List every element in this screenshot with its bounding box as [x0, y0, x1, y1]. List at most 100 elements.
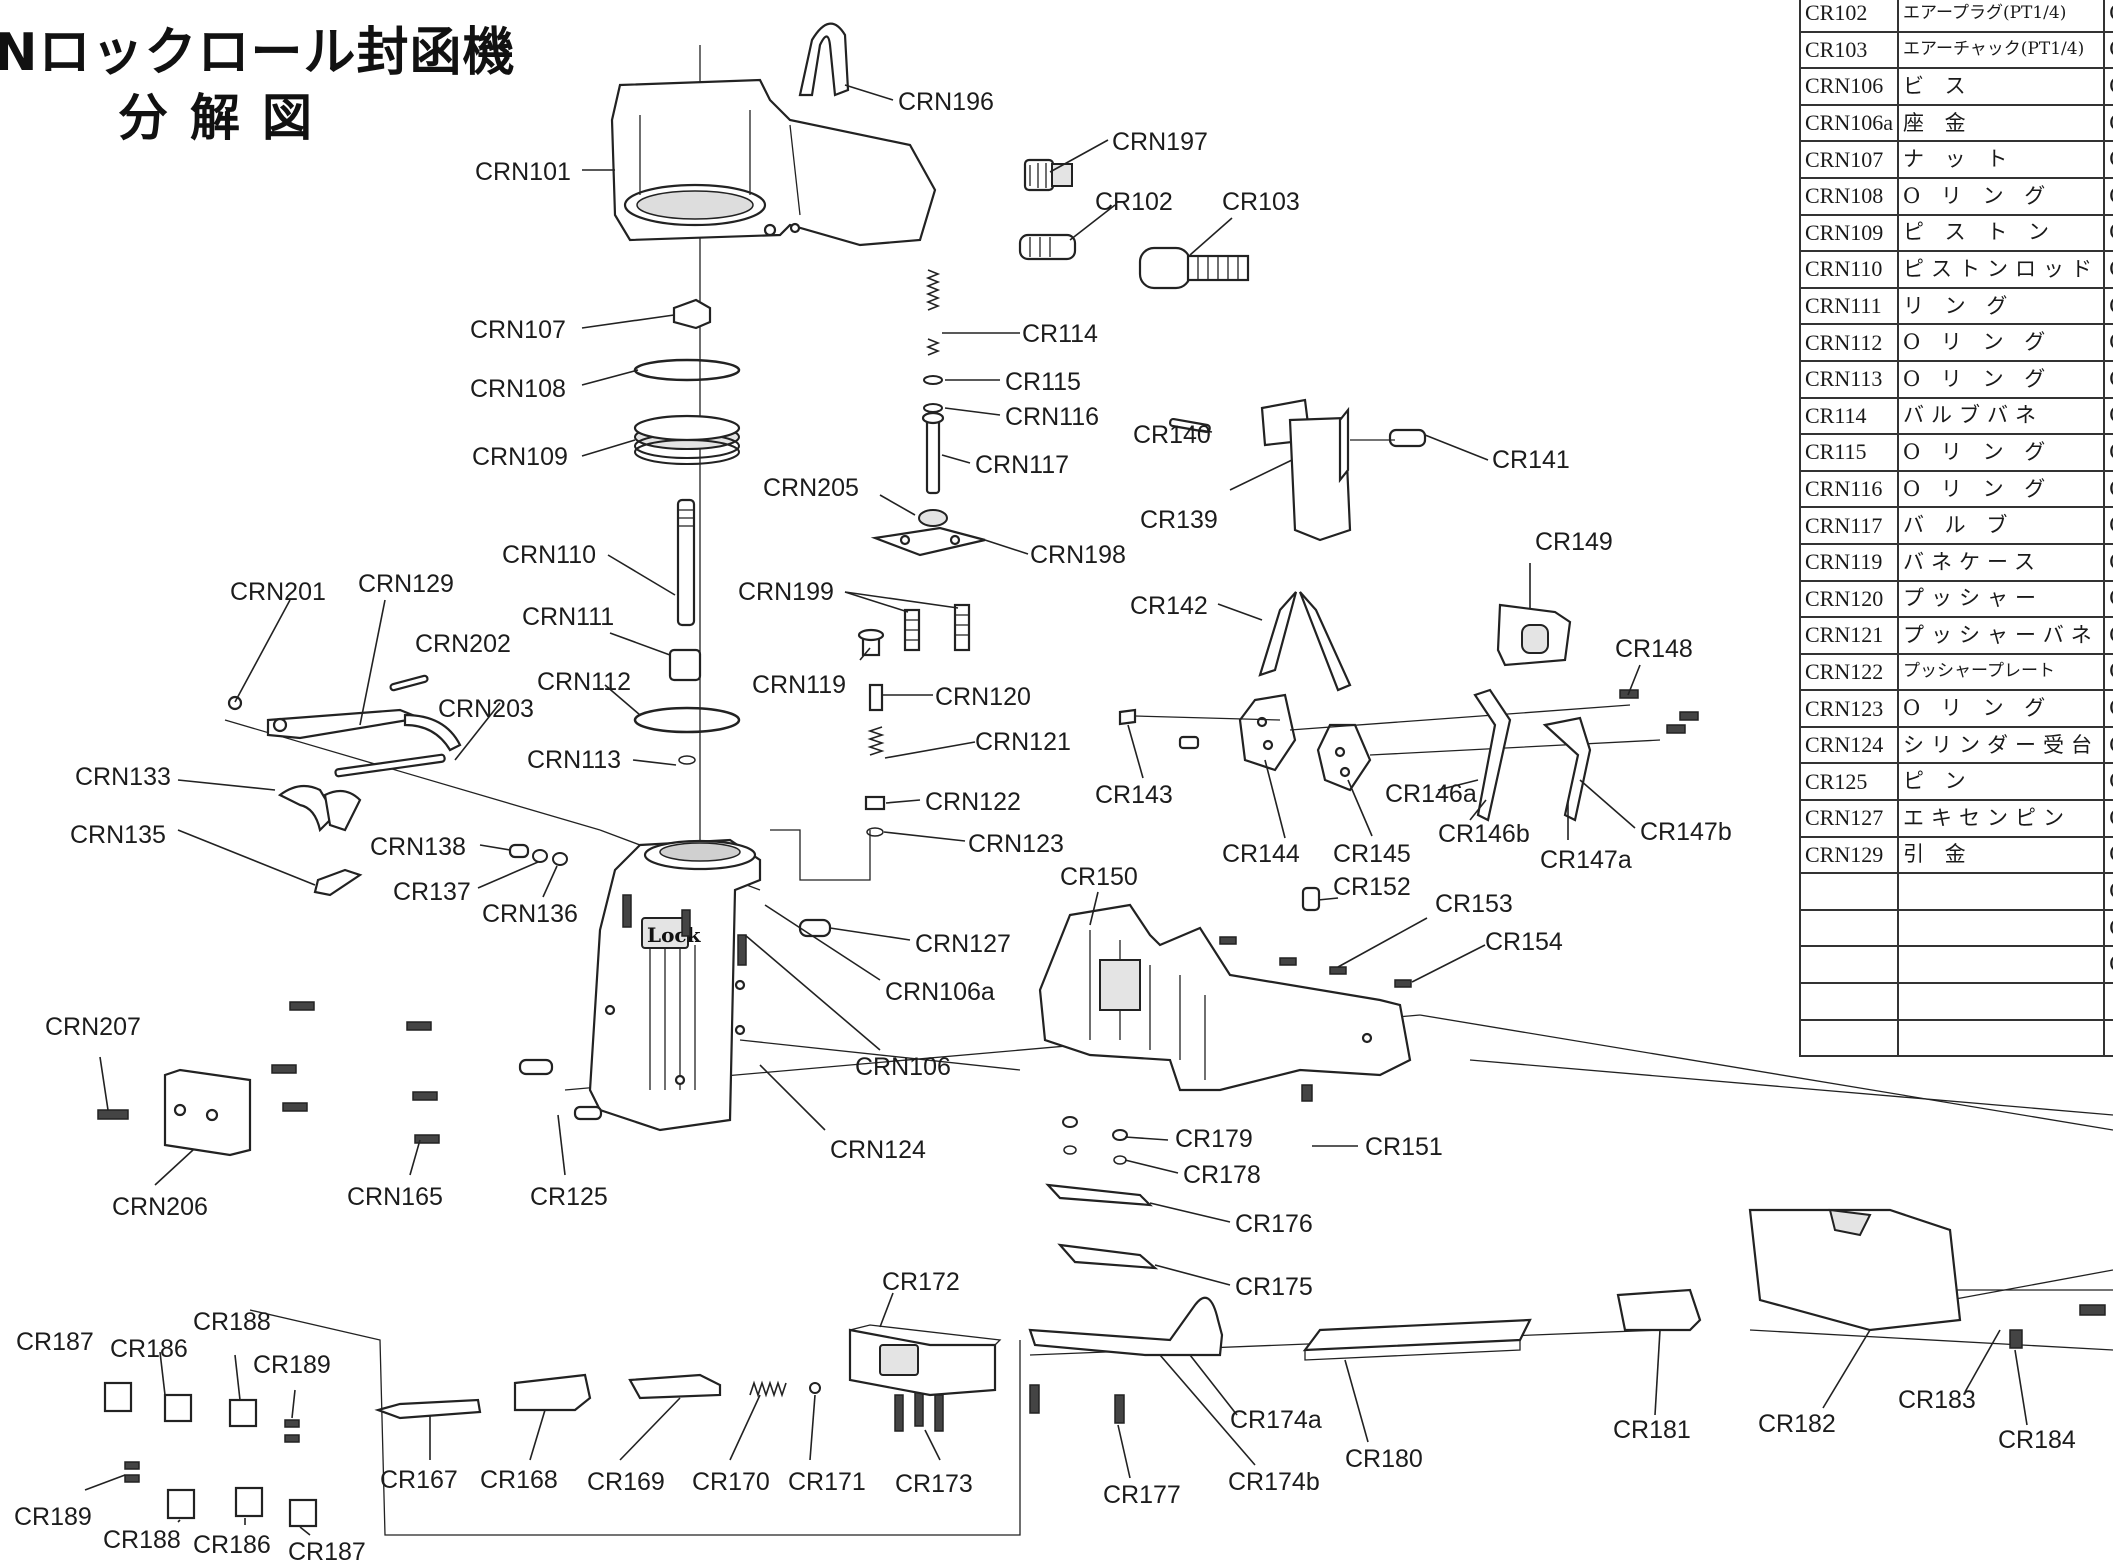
- part-code-cell: CRN122: [1799, 652, 1899, 692]
- label-cr175: CR175: [1235, 1273, 1313, 1301]
- part-name-cell: [1897, 945, 2105, 985]
- part-extra-cell: [2102, 982, 2113, 1021]
- label-cr187-bot: CR187: [288, 1538, 366, 1566]
- label-cr186-top: CR186: [110, 1335, 188, 1363]
- label-cr170: CR170: [692, 1468, 770, 1496]
- parts-table-row: C: [1799, 872, 2113, 911]
- part-extra-cell: C: [2102, 0, 2113, 33]
- label-crn108: CRN108: [470, 375, 566, 403]
- label-cr188-top: CR188: [193, 1308, 271, 1336]
- part-code-cell: CRN113: [1799, 359, 1899, 399]
- part-name-cell: [1897, 982, 2105, 1021]
- label-cr139: CR139: [1140, 506, 1218, 534]
- label-cr144: CR144: [1222, 840, 1300, 868]
- label-cr171: CR171: [788, 1468, 866, 1496]
- part-code-cell: [1799, 872, 1899, 911]
- label-cr168: CR168: [480, 1466, 558, 1494]
- part-code-cell: CRN107: [1799, 140, 1899, 179]
- part-name-cell: エキセンピン: [1897, 799, 2105, 838]
- part-name-cell: [1897, 1018, 2105, 1058]
- label-cr125: CR125: [530, 1183, 608, 1211]
- part-code-cell: CRN124: [1799, 725, 1899, 765]
- part-extra-cell: C: [2102, 506, 2113, 545]
- trigger-assembly: [227, 674, 568, 897]
- fitting-197: [1023, 158, 1073, 192]
- label-cr178: CR178: [1183, 1161, 1261, 1189]
- screws: [97, 894, 832, 1144]
- label-cr150: CR150: [1060, 863, 1138, 891]
- label-crn199: CRN199: [738, 578, 834, 606]
- label-cr147a: CR147a: [1540, 846, 1632, 874]
- part-code-cell: CRN108: [1799, 176, 1899, 216]
- part-extra-cell: C: [2102, 286, 2113, 326]
- part-code-cell: CR115: [1799, 433, 1899, 472]
- part-code-cell: CR125: [1799, 762, 1899, 802]
- part-name-cell: バルブバネ: [1897, 396, 2105, 436]
- bottom-plates: [894, 1116, 2106, 1432]
- label-cr189-bot: CR189: [14, 1503, 92, 1531]
- part-code-cell: CRN106: [1799, 67, 1899, 106]
- label-crn119: CRN119: [752, 671, 846, 699]
- center-stack: [633, 298, 741, 765]
- label-cr153: CR153: [1435, 890, 1513, 918]
- label-crn106: CRN106: [855, 1053, 951, 1081]
- part-name-cell: O リ ン グ: [1897, 689, 2105, 728]
- label-cr184: CR184: [1998, 1426, 2076, 1454]
- label-cr115: CR115: [1005, 368, 1081, 396]
- part-code-cell: CRN116: [1799, 469, 1899, 509]
- air-plug-102: [1018, 233, 1077, 261]
- label-cr182: CR182: [1758, 1410, 1836, 1438]
- part-extra-cell: [2102, 1018, 2113, 1058]
- part-name-cell: O リ ン グ: [1897, 433, 2105, 472]
- part-code-cell: CR114: [1799, 396, 1899, 436]
- right-linkage: [1118, 398, 1699, 822]
- part-extra-cell: C: [2102, 945, 2113, 985]
- leader-lines: [84, 84, 2028, 1536]
- label-cr181: CR181: [1613, 1416, 1691, 1444]
- part-code-cell: CRN127: [1799, 799, 1899, 838]
- part-name-cell: O リ ン グ: [1897, 469, 2105, 509]
- part-extra-cell: C: [2102, 908, 2113, 948]
- label-cr189-top: CR189: [253, 1351, 331, 1379]
- part-extra-cell: C: [2102, 213, 2113, 253]
- label-crn203: CRN203: [438, 695, 534, 723]
- label-crn127: CRN127: [915, 930, 1011, 958]
- part-code-cell: CRN109: [1799, 213, 1899, 253]
- part-name-cell: ナ ッ ト: [1897, 140, 2105, 179]
- diagram-subtitle: 分解図: [118, 89, 334, 147]
- part-extra-cell: C: [2102, 469, 2113, 509]
- label-crn123: CRN123: [968, 830, 1064, 858]
- label-cr102: CR102: [1095, 188, 1173, 216]
- part-code-cell: CRN123: [1799, 689, 1899, 728]
- label-cr137: CR137: [393, 878, 471, 906]
- label-crn107: CRN107: [470, 316, 566, 344]
- label-crn110: CRN110: [502, 541, 596, 569]
- part-extra-cell: C: [2102, 689, 2113, 728]
- callout-labels: CRN196 CRN197 CRN101 CR102 CR103 CRN107 …: [14, 88, 2076, 1566]
- part-extra-cell: C: [2102, 799, 2113, 838]
- label-crn207: CRN207: [45, 1013, 141, 1041]
- label-crn121: CRN121: [975, 728, 1071, 756]
- part-code-cell: CR103: [1799, 30, 1899, 70]
- label-crn196: CRN196: [898, 88, 994, 116]
- label-cr142: CR142: [1130, 592, 1208, 620]
- cylinder-housing: [610, 78, 937, 247]
- part-name-cell: 座 金: [1897, 103, 2105, 143]
- part-name-cell: ピ ス ト ン: [1897, 213, 2105, 253]
- label-crn136: CRN136: [482, 900, 578, 928]
- diagram-title: Nロックロール封函機: [0, 23, 516, 83]
- label-cr177: CR177: [1103, 1481, 1181, 1509]
- label-crn202: CRN202: [415, 630, 511, 658]
- label-cr180: CR180: [1345, 1445, 1423, 1473]
- label-cr114: CR114: [1022, 320, 1098, 348]
